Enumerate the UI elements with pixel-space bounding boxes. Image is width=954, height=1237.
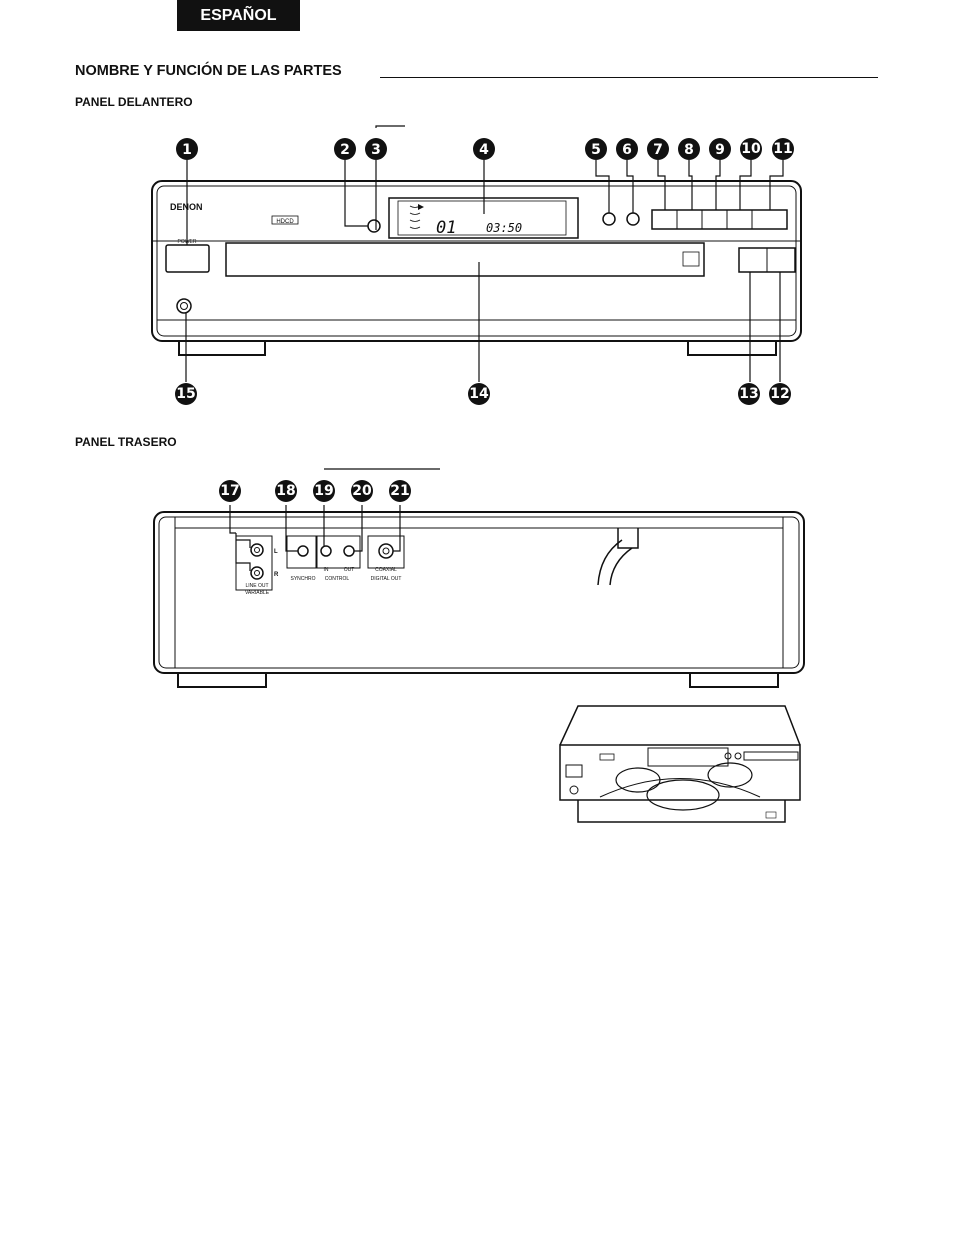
line-out-right-jack[interactable] (250, 566, 264, 580)
synchro-label: SYNCHRO (290, 576, 315, 582)
coaxial-label: COAXIAL (375, 567, 397, 573)
callout-2: 2 (340, 142, 350, 158)
line-out-label: LINE OUT (245, 583, 268, 589)
control-in-label: IN (324, 567, 329, 573)
rear-callout-leaders (229, 468, 440, 571)
control-knob-6[interactable] (626, 212, 640, 226)
power-cord-clamp (617, 528, 639, 549)
synchro-jack[interactable] (297, 545, 309, 557)
callout-9: 9 (715, 142, 725, 158)
phones-jack[interactable] (176, 298, 192, 314)
transport-buttons[interactable] (651, 209, 788, 230)
line-out-left-jack[interactable] (250, 543, 264, 557)
hdcd-logo: HDCD (276, 219, 294, 225)
disc-tray[interactable] (225, 242, 705, 277)
language-tab: ESPAÑOL (177, 0, 300, 31)
rear-callouts: 17 18 19 20 21 (219, 480, 411, 502)
digital-out-label: DIGITAL OUT (371, 576, 402, 582)
control-in-jack[interactable] (320, 545, 332, 557)
compact-disc-logo (682, 251, 700, 267)
remote-sensor (367, 219, 381, 233)
front-brand-logo: DENON (170, 202, 203, 212)
callout-11: 11 (773, 141, 792, 157)
control-knob-5[interactable] (602, 212, 616, 226)
callout-20: 20 (352, 483, 372, 499)
callout-13: 13 (739, 386, 758, 402)
section-rule (380, 77, 878, 78)
section-title: NOMBRE Y FUNCIÓN DE LAS PARTES (75, 63, 342, 79)
front-callouts: 1 2 3 4 5 6 7 8 9 10 11 12 13 14 15 (175, 138, 794, 405)
callout-12: 12 (770, 386, 789, 402)
callout-7: 7 (653, 142, 663, 158)
callout-10: 10 (741, 141, 761, 157)
coaxial-digital-out-jack[interactable] (378, 543, 394, 559)
front-panel-drawing (151, 180, 802, 356)
power-button[interactable] (165, 244, 210, 273)
callout-5: 5 (591, 142, 601, 158)
control-out-jack[interactable] (343, 545, 355, 557)
callout-6: 6 (622, 142, 632, 158)
callout-19: 19 (314, 483, 333, 499)
callout-1: 1 (182, 142, 192, 158)
callout-4: 4 (479, 142, 489, 158)
display-disc-number: 01 (436, 218, 456, 238)
display-time: 03:50 (486, 221, 522, 235)
right-channel-label: R (274, 572, 279, 578)
callout-17: 17 (220, 483, 239, 499)
open-changer-illustration (559, 705, 801, 823)
callout-8: 8 (684, 142, 694, 158)
front-callout-leaders (185, 125, 784, 382)
control-out-label: OUT (344, 567, 355, 573)
callout-18: 18 (276, 483, 295, 499)
power-cord (597, 539, 633, 586)
power-label: POWER (178, 239, 197, 245)
callout-3: 3 (371, 142, 381, 158)
rear-panel-drawing (153, 511, 805, 688)
callout-14: 14 (469, 386, 489, 402)
callout-15: 15 (176, 386, 195, 402)
control-label: CONTROL (325, 576, 350, 582)
left-channel-label: L (274, 549, 278, 555)
callout-21: 21 (390, 483, 409, 499)
front-panel-title: PANEL DELANTERO (75, 95, 193, 109)
rear-panel-title: PANEL TRASERO (75, 435, 177, 449)
variable-label: VARIABLE (245, 590, 270, 596)
